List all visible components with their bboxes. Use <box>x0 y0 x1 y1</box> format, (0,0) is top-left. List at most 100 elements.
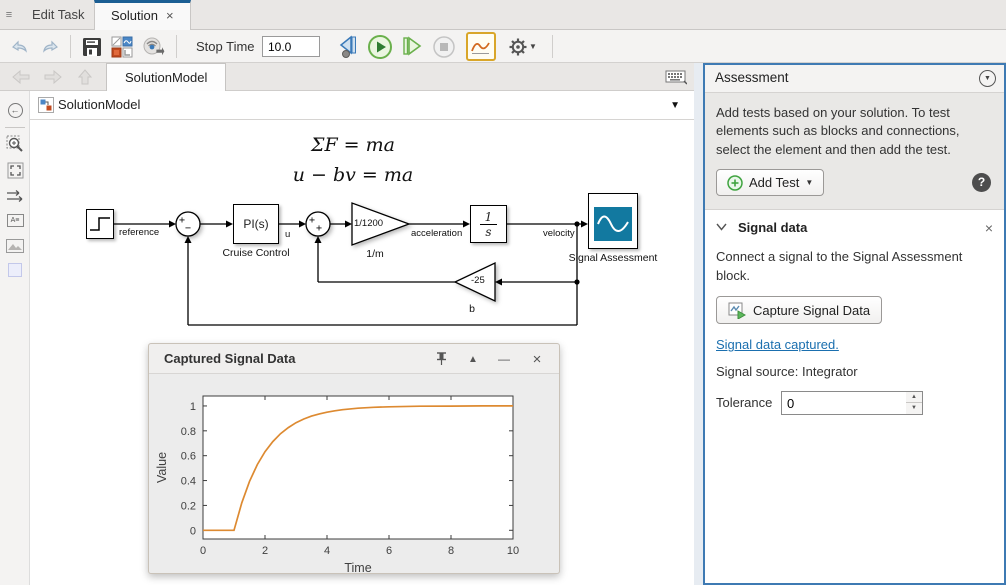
toolbar-separator <box>176 35 177 58</box>
svg-text:6: 6 <box>386 545 392 557</box>
captured-window-title: Captured Signal Data <box>164 351 296 366</box>
palette-divider <box>5 127 25 128</box>
signal-label-reference: reference <box>119 227 160 238</box>
library-browser-button[interactable] <box>108 33 136 60</box>
save-button[interactable] <box>78 33 106 60</box>
collapse-icon[interactable]: ▲ <box>468 353 478 365</box>
spinner-down-icon[interactable]: ▼ <box>911 405 917 412</box>
redo-button[interactable] <box>36 33 64 60</box>
gear-icon <box>509 38 527 55</box>
stop-button[interactable] <box>430 33 458 60</box>
chevron-down-icon: ▼ <box>805 178 814 188</box>
assessment-panel-header: Assessment ▼ <box>705 65 1004 93</box>
step-back-button[interactable] <box>334 33 362 60</box>
save-icon <box>83 37 101 56</box>
svg-text:0.8: 0.8 <box>181 426 196 438</box>
signal-source-text: Signal source: Integrator <box>716 364 858 380</box>
model-tab-bar: SolutionModel <box>0 63 694 91</box>
tab-edit-task[interactable]: Edit Task <box>32 7 85 22</box>
close-icon[interactable]: × <box>532 350 542 368</box>
circled-left-arrow-icon: ← <box>7 102 23 118</box>
nav-forward-button[interactable] <box>40 66 66 88</box>
step-back-icon <box>339 34 356 58</box>
library-browser-icon <box>111 36 133 57</box>
signal-routing-button[interactable] <box>4 185 26 207</box>
scope-button[interactable] <box>466 32 496 61</box>
help-button[interactable]: ? <box>972 173 991 193</box>
capture-button-label: Capture Signal Data <box>753 302 871 318</box>
step-forward-button[interactable] <box>398 33 426 60</box>
svg-text:1: 1 <box>190 401 196 413</box>
add-test-button[interactable]: Add Test ▼ <box>716 169 825 197</box>
signal-data-section: Signal data × Connect a signal to the Si… <box>705 210 1004 427</box>
panel-collapse-button[interactable]: ▼ <box>979 70 996 87</box>
nav-back-button[interactable] <box>8 66 34 88</box>
annotation-button[interactable]: A≡ <box>4 209 26 231</box>
undo-button[interactable] <box>6 33 34 60</box>
tolerance-label: Tolerance <box>716 395 773 411</box>
svg-text:0.2: 0.2 <box>181 500 196 512</box>
close-icon[interactable]: × <box>984 220 993 237</box>
log-signals-button[interactable] <box>140 33 168 60</box>
sum1-minus-sign: − <box>185 223 192 234</box>
zoom-region-button[interactable] <box>4 133 26 155</box>
back-arrow-icon <box>12 70 30 84</box>
redo-icon <box>43 40 58 53</box>
tolerance-input[interactable] <box>781 391 907 416</box>
stop-time-label: Stop Time <box>196 39 255 54</box>
close-icon[interactable]: × <box>165 8 174 23</box>
document-tab-bar: ≡ Edit Task Solution× <box>0 0 1006 30</box>
run-button[interactable] <box>366 33 394 60</box>
annotation-icon: A≡ <box>6 213 24 227</box>
model-canvas[interactable]: ΣF = ma u − bv = ma <box>30 120 694 585</box>
capture-signal-icon <box>728 302 746 319</box>
svg-text:Time: Time <box>344 561 371 574</box>
fit-to-view-button[interactable] <box>4 159 26 181</box>
step-icon <box>90 217 110 231</box>
tolerance-spinner: ▲ ▼ <box>906 391 923 416</box>
stop-time-input[interactable] <box>262 36 320 57</box>
minimize-icon[interactable]: — <box>498 352 510 366</box>
spinner-up-icon[interactable]: ▲ <box>906 392 922 404</box>
assessment-description: Add tests based on your solution. To tes… <box>716 105 960 157</box>
simulation-settings-button[interactable]: ▼ <box>504 33 542 60</box>
keyboard-icon <box>665 70 687 85</box>
toolbar-separator <box>552 35 553 58</box>
keyboard-shortcuts-button[interactable] <box>662 66 690 88</box>
tab-solutionmodel[interactable]: SolutionModel <box>106 63 227 91</box>
block-integrator[interactable]: 1 s <box>470 205 507 243</box>
hide-palette-button[interactable]: ← <box>4 99 26 121</box>
svg-text:8: 8 <box>448 545 454 557</box>
toolbar-separator <box>70 35 71 58</box>
capture-signal-data-button[interactable]: Capture Signal Data <box>716 296 883 325</box>
svg-text:10: 10 <box>507 545 519 557</box>
tab-list-icon[interactable]: ≡ <box>5 9 13 21</box>
panel-splitter[interactable] <box>694 63 703 585</box>
gain-1-1200-text: 1/1200 <box>354 218 384 229</box>
breadcrumb-dropdown-icon[interactable]: ▼ <box>670 100 680 111</box>
section-chevron-down-icon[interactable] <box>716 223 727 231</box>
breadcrumb-model-name[interactable]: SolutionModel <box>58 97 141 112</box>
chevron-down-icon: ▼ <box>984 75 991 82</box>
signal-data-captured-link[interactable]: Signal data captured. <box>716 337 839 353</box>
integrator-numerator: 1 <box>479 210 498 225</box>
pin-button[interactable] <box>431 349 451 369</box>
fit-to-view-icon <box>7 162 23 178</box>
area-box-button[interactable] <box>4 259 26 281</box>
equation-2: u − bv = ma <box>292 164 414 186</box>
block-label-cruise-control: Cruise Control <box>222 247 290 259</box>
image-button[interactable] <box>4 235 26 257</box>
signal-arrows-icon <box>7 190 23 202</box>
block-step-reference[interactable] <box>86 209 114 239</box>
signal-label-velocity: velocity <box>543 228 575 239</box>
nav-up-button[interactable] <box>72 66 98 88</box>
tab-solution[interactable]: Solution× <box>94 0 191 30</box>
block-pi-controller[interactable]: PI(s) <box>233 204 279 244</box>
captured-window-titlebar[interactable]: Captured Signal Data ▲ — × <box>149 344 559 374</box>
sine-scope-icon <box>594 207 632 241</box>
undo-icon <box>12 40 27 53</box>
block-label-signal-assessment: Signal Assessment <box>568 252 658 264</box>
block-signal-assessment[interactable] <box>588 193 638 249</box>
